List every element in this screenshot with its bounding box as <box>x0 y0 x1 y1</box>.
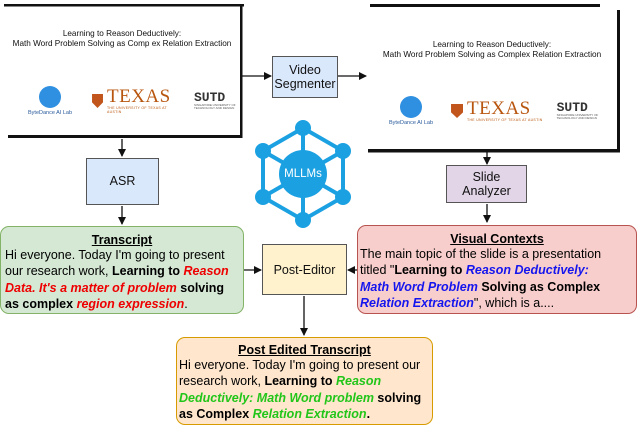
bytedance-icon <box>39 86 62 108</box>
right-slide-shadow-bottom <box>368 149 620 153</box>
left-slide-title: Learning to Reason Deductively: Math Wor… <box>4 29 240 49</box>
bytedance-logo: ByteDance AI Lab <box>389 96 433 126</box>
left-slide-thumbnail: Learning to Reason Deductively: Math Wor… <box>4 7 240 135</box>
visual-line: Relation Extraction", which is a.... <box>360 295 636 311</box>
post-line: research work, Learning to Reason <box>179 373 432 389</box>
video-segmenter-line2: Segmenter <box>274 77 336 91</box>
texas-label: TEXAS <box>106 86 171 107</box>
sutd-label: SUTD <box>194 89 226 105</box>
visual-line: The main topic of the slide is a present… <box>360 246 636 262</box>
visual-line1: The main topic of the slide is a present… <box>360 247 602 261</box>
transcript-bold: solving <box>176 280 224 295</box>
sutd-logo: SUTD SINGAPORE UNIVERSITY OF TECHNOLOGY … <box>194 89 240 111</box>
video-segmenter-label: Video Segmenter <box>273 63 337 91</box>
visual-bold: Learning to <box>394 263 466 278</box>
texas-shield-icon <box>92 94 103 108</box>
post-edited-panel: Post Edited Transcript Hi everyone. Toda… <box>176 337 433 425</box>
sutd-sub: SINGAPORE UNIVERSITY OF TECHNOLOGY AND D… <box>194 102 236 110</box>
bytedance-label: ByteDance AI Lab <box>389 120 434 126</box>
post-bold: Learning to <box>264 374 336 389</box>
post-line: Hi everyone. Today I'm going to present … <box>179 357 432 373</box>
post-corrected: Deductively: Math Word problem <box>179 390 374 405</box>
mllms-network-icon <box>255 120 351 228</box>
visual-contexts-panel: Visual Contexts The main topic of the sl… <box>357 225 637 314</box>
transcript-error: Data. It's a matter of problem <box>5 280 177 295</box>
left-slide-shadow-bottom <box>8 135 242 138</box>
left-slide-logos: ByteDance AI Lab TEXAS THE UNIVERSITY OF… <box>28 86 240 116</box>
transcript-error: Reason <box>183 264 229 279</box>
left-slide-title-line1: Learning to Reason Deductively: <box>62 29 182 38</box>
transcript-title: Transcript <box>91 233 153 247</box>
left-slide-title-line2: Math Word Problem Solving as Comp ex Rel… <box>12 39 232 48</box>
post-line: as Complex Relation Extraction. <box>179 406 432 422</box>
transcript-line1: Hi everyone. Today I'm going to present <box>5 248 225 262</box>
transcript-text: our research work, <box>5 264 112 279</box>
video-segmenter-line1: Video <box>289 63 321 77</box>
slide-analyzer-label: Slide Analyzer <box>447 170 526 198</box>
post-line1: Hi everyone. Today I'm going to present … <box>179 358 421 372</box>
post-bold: solving <box>373 390 422 405</box>
post-line: Deductively: Math Word problem solving <box>179 390 432 406</box>
right-slide-shadow <box>370 4 600 7</box>
texas-sub: THE UNIVERSITY OF TEXAS AT AUSTIN <box>106 106 167 114</box>
post-editor-label: Post-Editor <box>273 263 336 277</box>
right-slide-logos: ByteDance AI Lab TEXAS THE UNIVERSITY OF… <box>389 96 603 126</box>
visual-highlight: Math Word Problem <box>360 279 478 294</box>
slide-analyzer-line1: Slide <box>472 170 501 184</box>
visual-highlight: Reason Deductively: <box>465 263 589 278</box>
slide-analyzer-line2: Analyzer <box>462 184 511 198</box>
right-slide-title: Learning to Reason Deductively: Math Wor… <box>367 40 617 60</box>
right-slide-thumbnail: Learning to Reason Deductively: Math Wor… <box>367 8 617 149</box>
visual-text: ", which is a.... <box>473 296 555 311</box>
right-slide-title-line1: Learning to Reason Deductively: <box>432 40 552 49</box>
video-segmenter-box: Video Segmenter <box>272 56 338 98</box>
post-text: research work, <box>179 374 265 389</box>
post-editor-box: Post-Editor <box>262 244 347 295</box>
post-edited-title: Post Edited Transcript <box>238 343 371 357</box>
transcript-bold: as complex <box>5 297 77 312</box>
sutd-label: SUTD <box>556 99 588 115</box>
visual-highlight: Relation Extraction <box>360 296 474 311</box>
asr-box: ASR <box>86 158 159 205</box>
post-bold: . <box>366 407 371 422</box>
visual-contexts-title: Visual Contexts <box>450 232 544 246</box>
slide-analyzer-box: Slide Analyzer <box>446 165 527 203</box>
left-slide-shadow-right <box>240 4 243 138</box>
transcript-line: as complex region expression. <box>5 296 243 312</box>
bytedance-logo: ByteDance AI Lab <box>28 86 72 116</box>
sutd-logo: SUTD SINGAPORE UNIVERSITY OF TECHNOLOGY … <box>556 99 603 121</box>
texas-logo: TEXAS THE UNIVERSITY OF TEXAS AT AUSTIN <box>92 86 176 114</box>
visual-line: Math Word Problem Solving as Complex <box>360 279 636 295</box>
visual-line: titled "Learning to Reason Deductively: <box>360 262 636 278</box>
transcript-text: . <box>184 297 188 312</box>
transcript-line: our research work, Learning to Reason <box>5 263 243 279</box>
visual-bold: Solving as Complex <box>477 279 601 294</box>
mllms-label: MLLMs <box>284 168 322 180</box>
post-bold: as Complex <box>179 407 253 422</box>
texas-label: TEXAS <box>467 98 531 119</box>
texas-logo: TEXAS THE UNIVERSITY OF TEXAS AT AUSTIN <box>451 98 543 122</box>
right-slide-shadow-right <box>617 10 620 152</box>
transcript-error: region expression <box>76 297 185 312</box>
transcript-bold: Learning to <box>111 264 184 279</box>
post-corrected: Reason <box>335 374 382 389</box>
post-corrected: Relation Extraction <box>252 407 367 422</box>
sutd-sub: SINGAPORE UNIVERSITY OF TECHNOLOGY AND D… <box>556 112 599 120</box>
asr-label: ASR <box>109 174 136 188</box>
left-slide-shadow <box>4 4 244 7</box>
transcript-body: Hi everyone. Today I'm going to present … <box>1 247 243 313</box>
texas-shield-icon <box>451 104 464 118</box>
transcript-line: Hi everyone. Today I'm going to present <box>5 247 243 263</box>
texas-sub: THE UNIVERSITY OF TEXAS AT AUSTIN <box>467 118 543 122</box>
bytedance-icon <box>400 96 423 118</box>
visual-contexts-body: The main topic of the slide is a present… <box>358 246 636 312</box>
transcript-line: Data. It's a matter of problem solving <box>5 280 243 296</box>
post-edited-body: Hi everyone. Today I'm going to present … <box>177 357 432 423</box>
right-slide-title-line2: Math Word Problem Solving as Complex Rel… <box>382 50 602 59</box>
transcript-panel: Transcript Hi everyone. Today I'm going … <box>0 226 244 314</box>
bytedance-label: ByteDance AI Lab <box>28 110 73 116</box>
visual-text: titled " <box>360 263 395 278</box>
